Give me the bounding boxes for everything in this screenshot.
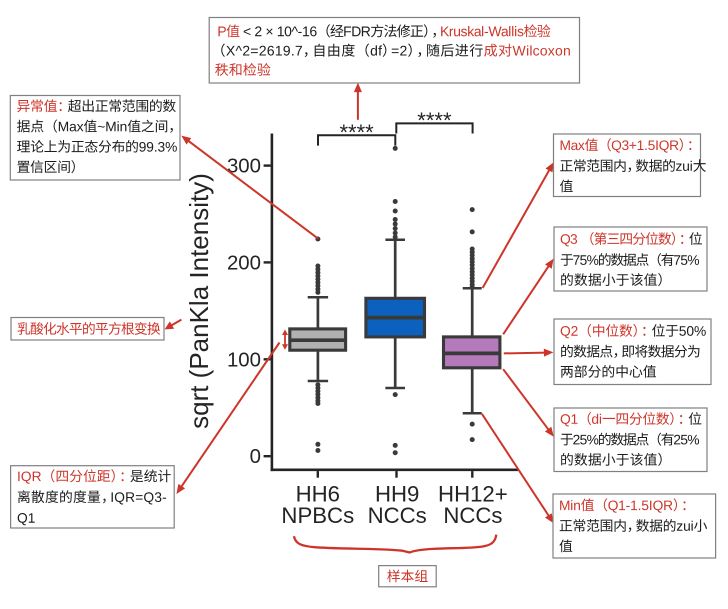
svg-text:300: 300 [227,156,261,178]
svg-text:NCCs: NCCs [443,503,502,528]
svg-text:sqrt (PanKla Intensity): sqrt (PanKla Intensity) [184,173,214,429]
svg-text:NCCs: NCCs [368,503,427,528]
svg-text:****: **** [339,120,374,145]
svg-text:200: 200 [227,252,261,274]
svg-text:NPBCs: NPBCs [281,503,354,528]
svg-text:HH12+: HH12+ [438,481,508,506]
svg-text:100: 100 [227,349,261,371]
svg-text:****: **** [417,108,452,133]
svg-text:0: 0 [250,446,261,468]
svg-text:HH9: HH9 [375,481,419,506]
svg-text:HH6: HH6 [296,481,340,506]
